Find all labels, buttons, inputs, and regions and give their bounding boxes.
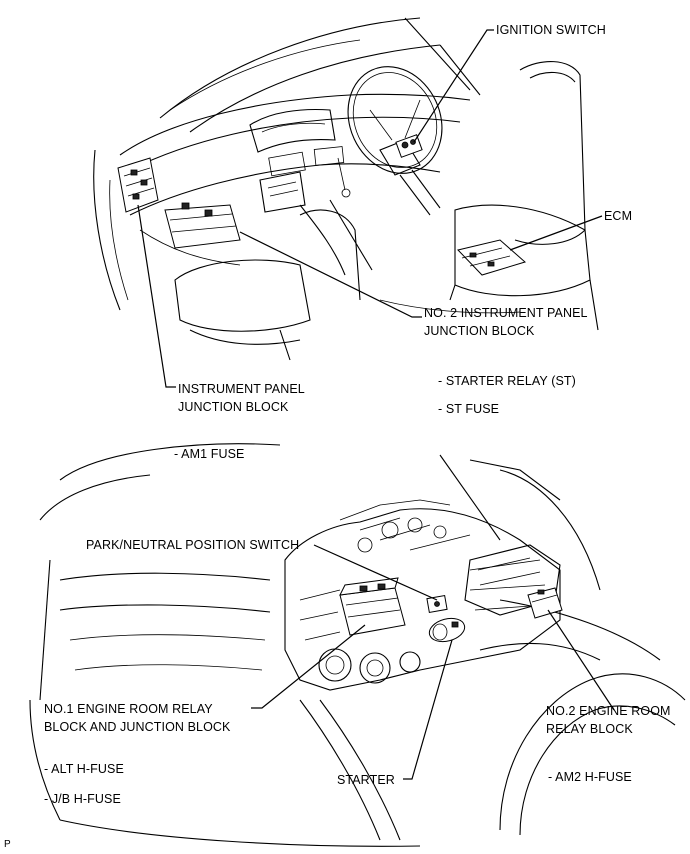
ip-jb-line1: INSTRUMENT PANEL <box>178 382 305 396</box>
no2-engine-room-relay-block-part <box>527 587 563 619</box>
no1-er-line2: BLOCK AND JUNCTION BLOCK <box>44 720 231 734</box>
starter-part <box>428 617 466 643</box>
park-neutral-position-switch-label: PARK/NEUTRAL POSITION SWITCH <box>86 538 300 552</box>
ip-jb-line2: JUNCTION BLOCK <box>178 400 289 414</box>
ignition-switch-label: IGNITION SWITCH <box>496 23 606 37</box>
instrument-panel-junction-block-label: INSTRUMENT PANEL JUNCTION BLOCK <box>178 380 305 416</box>
no1-engine-room-relay-block-label: NO.1 ENGINE ROOM RELAY BLOCK AND JUNCTIO… <box>44 700 230 736</box>
jb-h-fuse-label: - J/B H-FUSE <box>44 792 121 806</box>
no2-engine-room-relay-block-label: NO.2 ENGINE ROOM RELAY BLOCK <box>546 702 671 738</box>
no2-instrument-panel-junction-block-label: NO. 2 INSTRUMENT PANEL JUNCTION BLOCK <box>424 304 588 340</box>
no2-ip-jb-line1: NO. 2 INSTRUMENT PANEL <box>424 306 588 320</box>
instrument-panel-junction-block-part <box>117 157 159 213</box>
ecm-label: ECM <box>604 209 633 223</box>
starter-label: STARTER <box>337 773 395 787</box>
am1-fuse-label: - AM1 FUSE <box>174 447 245 461</box>
no2-ip-jb-line2: JUNCTION BLOCK <box>424 324 535 338</box>
leader-lines <box>137 29 615 780</box>
no2-er-line1: NO.2 ENGINE ROOM <box>546 704 671 718</box>
engine-bay-drawing <box>29 443 686 847</box>
no2-instrument-panel-junction-block-part <box>164 202 241 249</box>
park-neutral-switch-part <box>426 594 448 614</box>
no1-er-line1: NO.1 ENGINE ROOM RELAY <box>44 702 213 716</box>
starter-relay-label: - STARTER RELAY (ST) <box>438 374 576 388</box>
alt-h-fuse-label: - ALT H-FUSE <box>44 762 124 776</box>
no2-er-line2: RELAY BLOCK <box>546 722 633 736</box>
am2-h-fuse-label: - AM2 H-FUSE <box>548 770 632 784</box>
st-fuse-label: - ST FUSE <box>438 402 500 416</box>
cabin-drawing <box>93 17 599 361</box>
ecm-part <box>457 239 527 276</box>
corner-mark: P <box>4 839 11 850</box>
no1-engine-room-relay-block-part <box>339 577 406 636</box>
